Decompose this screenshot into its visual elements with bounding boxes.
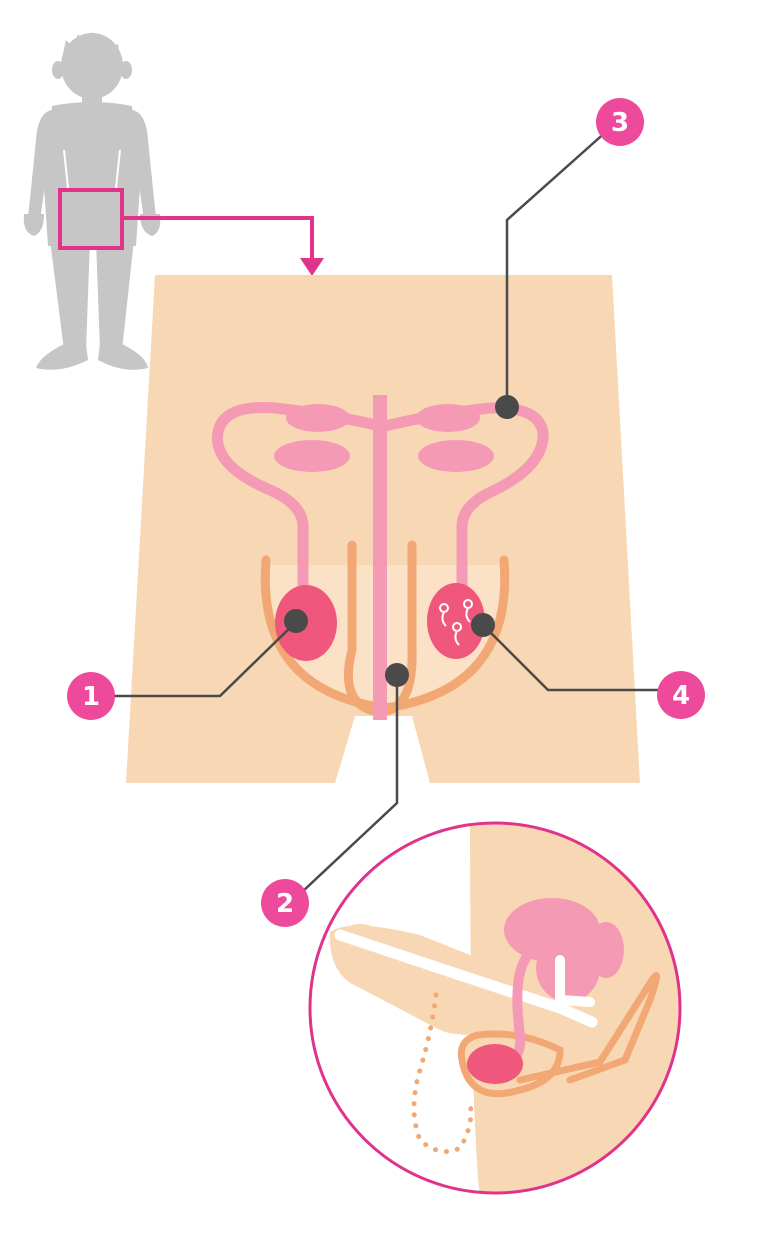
- callout-label: 4: [672, 681, 690, 711]
- pointer-line: [120, 216, 314, 262]
- callout-label: 3: [611, 108, 629, 138]
- sperm-icon: [439, 599, 473, 646]
- callout-badge: [261, 879, 309, 927]
- arrow-down-icon: [300, 258, 324, 276]
- callout-2: 2: [261, 879, 309, 927]
- callout-badge: [657, 671, 705, 719]
- callout-label: 1: [82, 682, 100, 712]
- callout-4: 4: [657, 671, 705, 719]
- callout-1: 1: [67, 672, 115, 720]
- callout-badge: [67, 672, 115, 720]
- callout-badge: [596, 98, 644, 146]
- callout-3: 3: [596, 98, 644, 146]
- urethra: [373, 395, 387, 720]
- leader-dots: [284, 395, 519, 687]
- inset-content: [329, 823, 680, 1193]
- inset-circle-border: [308, 821, 682, 1195]
- child-silhouette-icon: [23, 32, 161, 370]
- callout-label: 2: [276, 889, 294, 919]
- silhouette-details: [63, 149, 121, 300]
- leader-lines: [91, 129, 670, 893]
- seminal-vesicles: [274, 404, 494, 472]
